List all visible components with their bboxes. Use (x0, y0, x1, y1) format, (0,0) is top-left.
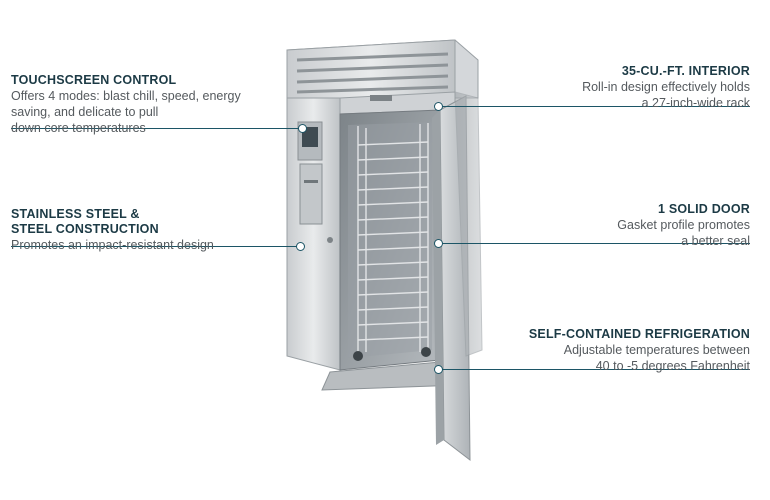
callout-marker-interior (434, 102, 443, 111)
callout-text: 40 to -5 degrees Fahrenheit (595, 359, 750, 373)
door-latch (327, 237, 333, 243)
connector-touchscreen (11, 128, 303, 129)
callout-title: SELF-CONTAINED REFRIGERATION (528, 327, 750, 341)
brand-plate (370, 95, 392, 101)
callout-title: TOUCHSCREEN CONTROL (11, 73, 177, 87)
callout-touchscreen-control: TOUCHSCREEN CONTROL Offers 4 modes: blas… (11, 73, 241, 136)
callout-text: Roll-in design effectively holds (582, 80, 750, 94)
connector-refrigeration (440, 369, 750, 370)
callout-title: STAINLESS STEEL & (11, 207, 140, 221)
callout-marker-stainless (296, 242, 305, 251)
top-louvre-panel (286, 39, 479, 99)
callout-marker-door (434, 239, 443, 248)
callout-title: 1 SOLID DOOR (658, 202, 750, 216)
callout-text: down core temperatures (11, 121, 146, 135)
connector-door (440, 243, 750, 244)
callout-marker-touchscreen (298, 124, 307, 133)
callout-interior: 35-CU.-FT. INTERIOR Roll-in design effec… (582, 64, 750, 111)
callout-text: saving, and delicate to pull (11, 105, 159, 119)
callout-solid-door: 1 SOLID DOOR Gasket profile promotes a b… (617, 202, 750, 249)
callout-text: Promotes an impact-resistant design (11, 238, 214, 252)
callout-text: a 27-inch-wide rack (641, 96, 750, 110)
connector-interior (440, 106, 750, 107)
callout-text: a better seal (681, 234, 750, 248)
rack-wheel (421, 347, 431, 357)
cabinet-right-side (454, 91, 483, 357)
callout-refrigeration: SELF-CONTAINED REFRIGERATION Adjustable … (529, 327, 750, 374)
callout-title: 35-CU.-FT. INTERIOR (621, 64, 750, 78)
callout-title: STEEL CONSTRUCTION (11, 222, 159, 236)
touchscreen-display (302, 127, 318, 147)
callout-stainless-steel: STAINLESS STEEL & STEEL CONSTRUCTION Pro… (11, 207, 214, 253)
callout-marker-refrigeration (434, 365, 443, 374)
connector-stainless (11, 246, 301, 247)
callout-text: Offers 4 modes: blast chill, speed, ener… (11, 89, 241, 103)
touchscreen-control-panel (297, 121, 333, 243)
callout-text: Gasket profile promotes (617, 218, 750, 232)
roll-in-rack (357, 123, 429, 352)
rack-wheel (353, 351, 363, 361)
callout-text: Adjustable temperatures between (563, 343, 750, 357)
cabinet-interior (339, 109, 441, 371)
